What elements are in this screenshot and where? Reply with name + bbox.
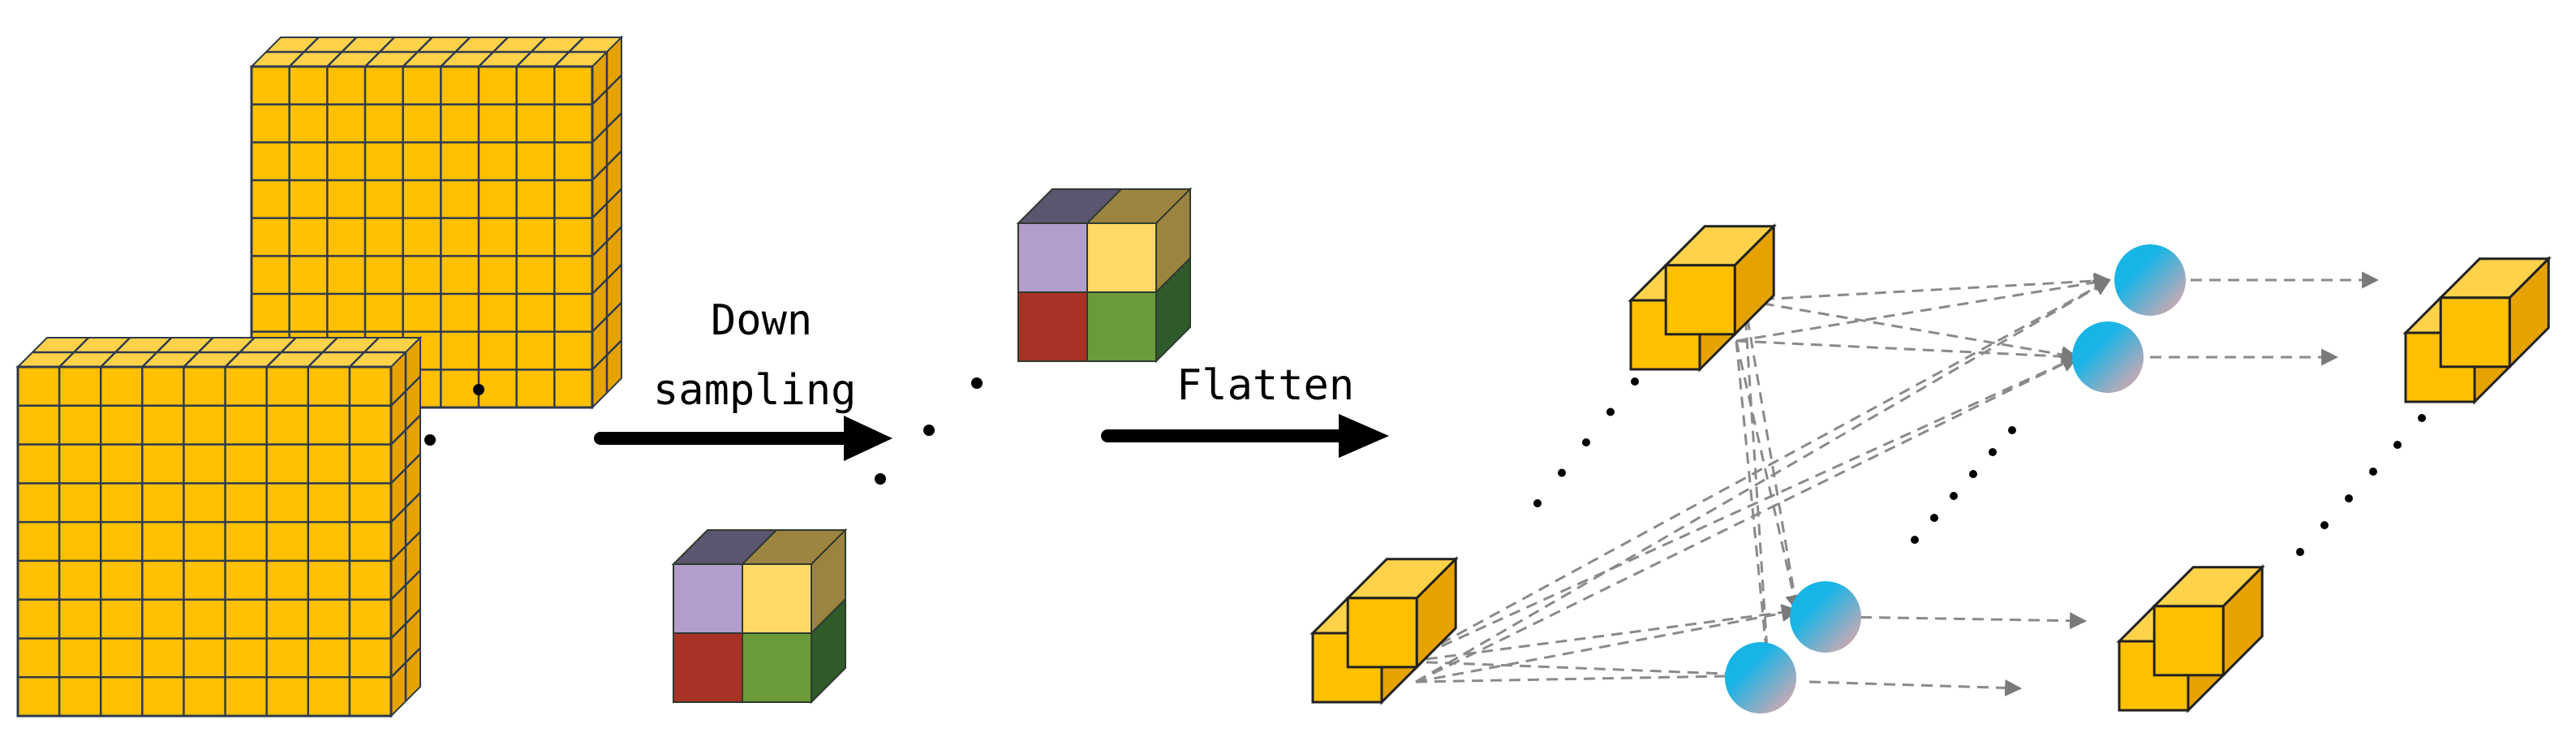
neuron-node (2114, 244, 2186, 316)
pool-cell (1086, 222, 1157, 293)
pooled-map-top (1016, 187, 1193, 364)
neuron-block (2116, 564, 2265, 714)
pool-cell (673, 563, 743, 634)
neuron-nodes (1725, 244, 2186, 714)
cube-front-face (16, 365, 393, 718)
dashed-arrow (1415, 605, 1800, 683)
ellipsis-dot (1558, 468, 1566, 477)
dashed-arrow (1415, 666, 1771, 684)
feature-map-front (15, 335, 423, 718)
down-label: Down (711, 296, 812, 345)
pool-cell (1086, 291, 1157, 362)
dashed-arrow (1735, 339, 2079, 365)
ellipsis-dot (1989, 448, 1997, 456)
dashed-arrow (1407, 660, 1771, 683)
dashed-arrow (1407, 278, 2111, 663)
dashed-arrow (1407, 356, 2079, 663)
ellipsis-dot (2369, 468, 2377, 476)
block-front (2152, 605, 2225, 677)
pool-cell (1017, 222, 1088, 293)
ellipsis-dot (1533, 499, 1542, 507)
ellipsis-dot (971, 377, 983, 389)
neuron-node (1725, 642, 1796, 714)
pool-cell (1017, 291, 1088, 362)
block-front (1664, 264, 1736, 336)
ellipsis-dot (2008, 426, 2016, 434)
dashed-arrow (1744, 272, 2112, 302)
ellipsis-dot (875, 473, 886, 485)
ellipsis-dot (473, 384, 484, 395)
ellipsis-dot (424, 434, 436, 446)
ellipsis-dot (2418, 414, 2426, 422)
ellipsis-dot (2393, 441, 2402, 449)
ellipsis-dot (1950, 492, 1958, 500)
flatten-label: Flatten (1176, 361, 1354, 410)
connection-lines (1407, 271, 2380, 696)
ellipsis-dot (1911, 536, 1919, 544)
neuron-block (2402, 256, 2552, 405)
dashed-arrow (1735, 340, 1776, 678)
grid-lines (18, 337, 421, 716)
dashed-arrow (1808, 679, 2023, 696)
pooled-map-bottom (671, 528, 848, 705)
pool-cell (673, 632, 743, 703)
ellipsis-dot (2296, 548, 2304, 556)
ellipsis-dot (1606, 407, 1615, 416)
dashed-arrow (1415, 278, 2111, 683)
pool-cell (742, 632, 812, 703)
ellipsis-dot (1969, 470, 1977, 478)
sampling-label: sampling (653, 366, 856, 415)
neuron-blocks (1310, 223, 2552, 714)
ellipsis-dot (2345, 494, 2353, 502)
ellipsis-dot (1582, 438, 1590, 446)
dashed-arrow (1407, 604, 1800, 663)
ellipsis-dot (2320, 521, 2329, 529)
dashed-arrow (1415, 356, 2079, 683)
ellipsis-dots (1533, 377, 2426, 556)
flatten-arrow (1101, 414, 1389, 458)
dashed-arrow (1735, 274, 2112, 343)
dashed-arrow (1743, 300, 1804, 613)
block-front (2439, 296, 2511, 369)
neuron-node (1790, 581, 1861, 653)
pool-cell (742, 563, 812, 634)
dashed-arrow (1841, 612, 2088, 630)
block-front (1346, 597, 1418, 669)
down-sampling-arrow (594, 416, 892, 461)
ellipsis-dot (1930, 514, 1938, 522)
dashed-arrow (1743, 300, 1777, 678)
dashed-arrow (1735, 340, 1803, 613)
ellipsis-dot (923, 425, 935, 436)
neuron-block (1628, 223, 1777, 373)
neuron-node (2072, 321, 2144, 393)
ellipsis-dot (1631, 377, 1639, 386)
neuron-block (1310, 556, 1459, 705)
dashed-arrow (1744, 299, 2079, 364)
